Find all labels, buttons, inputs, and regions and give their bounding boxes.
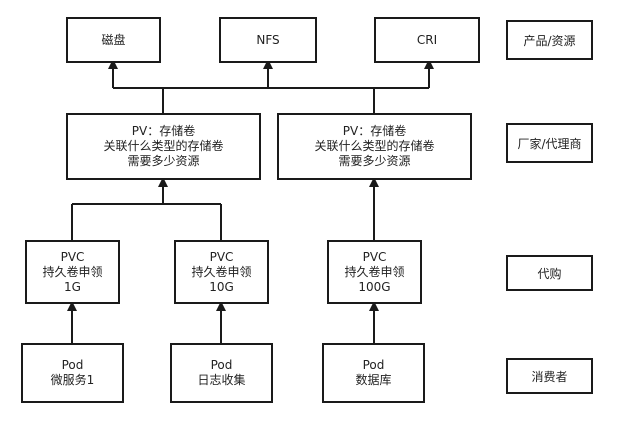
pod-title: Pod — [61, 358, 84, 372]
pvc-desc: 持久卷申领 — [191, 264, 252, 279]
pv-desc: 关联什么类型的存储卷 — [103, 139, 224, 153]
pv-resource: 需要多少资源 — [127, 154, 200, 168]
pvc-size: 100G — [358, 279, 391, 294]
pod-box-3: Pod 数据库 — [322, 343, 425, 403]
pod-box-1: Pod 微服务1 — [21, 343, 124, 403]
pvc-size: 10G — [209, 279, 234, 294]
pvc-box-2: PVC 持久卷申领 10G — [174, 240, 269, 304]
pv-box-2: PV：存储卷 关联什么类型的存储卷 需要多少资源 — [277, 113, 472, 180]
pod-name: 日志收集 — [197, 373, 246, 387]
product-label: 磁盘 — [101, 32, 126, 47]
product-cri: CRI — [374, 17, 480, 63]
pv-title: PV：存储卷 — [342, 124, 407, 138]
legend-agent: 代购 — [506, 255, 593, 291]
legend-products: 产品/资源 — [506, 20, 593, 60]
product-label: NFS — [256, 32, 280, 47]
pvc-title: PVC — [209, 249, 234, 264]
pv-desc: 关联什么类型的存储卷 — [314, 139, 435, 153]
pv-resource: 需要多少资源 — [338, 154, 411, 168]
legend-consumer: 消费者 — [506, 358, 593, 394]
pvc-desc: 持久卷申领 — [42, 264, 103, 279]
pvc-box-1: PVC 持久卷申领 1G — [25, 240, 120, 304]
pod-title: Pod — [362, 358, 385, 372]
legend-label: 消费者 — [531, 369, 568, 384]
legend-label: 代购 — [537, 266, 562, 281]
pv-box-1: PV：存储卷 关联什么类型的存储卷 需要多少资源 — [66, 113, 261, 180]
pvc-title: PVC — [60, 249, 85, 264]
legend-label: 产品/资源 — [523, 33, 576, 48]
pvc-title: PVC — [362, 249, 387, 264]
pvc-box-3: PVC 持久卷申领 100G — [327, 240, 422, 304]
product-nfs: NFS — [219, 17, 317, 63]
legend-label: 厂家/代理商 — [517, 136, 582, 151]
pv-title: PV：存储卷 — [131, 124, 196, 138]
product-disk: 磁盘 — [66, 17, 161, 63]
pod-box-2: Pod 日志收集 — [170, 343, 273, 403]
pvc-size: 1G — [64, 279, 81, 294]
pvc-desc: 持久卷申领 — [344, 264, 405, 279]
product-label: CRI — [416, 32, 438, 47]
legend-vendor: 厂家/代理商 — [506, 123, 593, 163]
pod-title: Pod — [210, 358, 233, 372]
pod-name: 微服务1 — [50, 373, 95, 387]
pod-name: 数据库 — [355, 373, 392, 387]
